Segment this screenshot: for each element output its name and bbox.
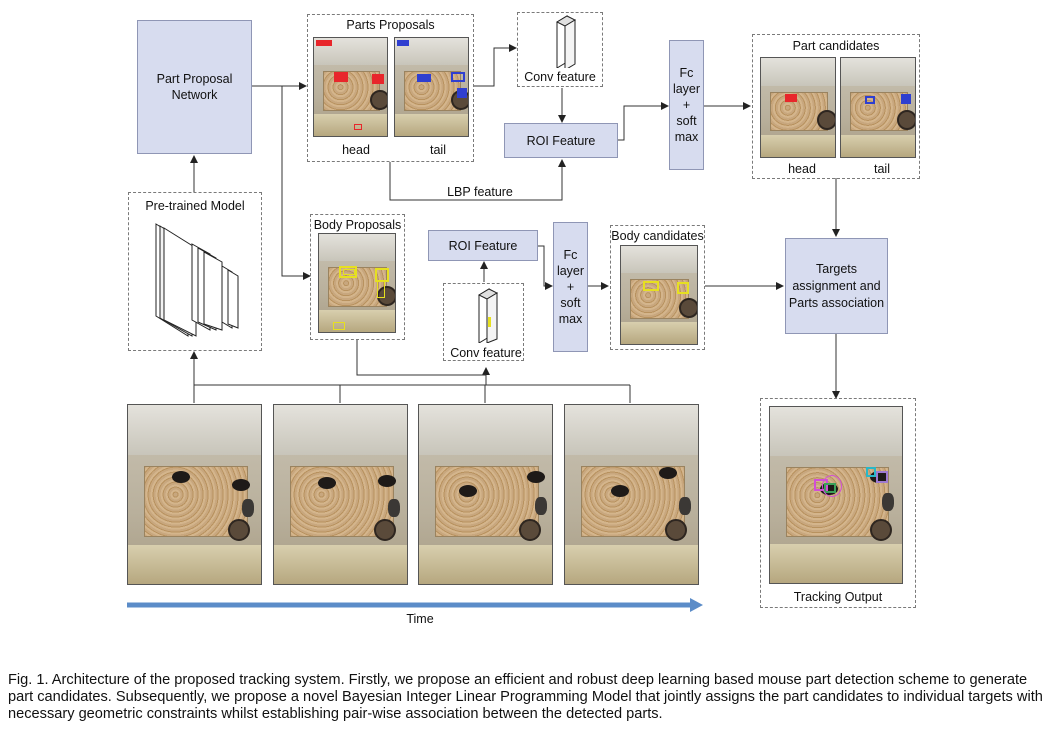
time-label: Time	[406, 612, 434, 626]
edge-roi-to-fc	[618, 102, 669, 141]
video-frame-4	[564, 404, 699, 585]
time-arrow-head	[690, 598, 703, 612]
targets-assignment-label: Targets assignment and Parts association	[788, 261, 885, 310]
body-proposals-group	[310, 214, 405, 340]
parts-proposals-group	[307, 14, 474, 162]
body-candidates-group	[610, 225, 705, 350]
edge-parts-to-conv	[474, 44, 517, 87]
edge-ppn-to-body	[252, 85, 311, 280]
pretrained-model-label: Pre-trained Model	[145, 199, 245, 213]
conv-feature-top-icon	[555, 15, 577, 68]
tracking-output-label: Tracking Output	[793, 590, 883, 604]
part-candidates-tail-image	[840, 57, 916, 158]
roi-feature-top-label: ROI Feature	[526, 133, 596, 148]
parts-proposals-tail-image	[394, 37, 469, 137]
edge-roi-to-fc-bottom	[538, 245, 553, 290]
parts-proposals-label: Parts Proposals	[346, 18, 435, 32]
conv-feature-top-group	[517, 12, 603, 87]
body-proposals-label: Body Proposals	[313, 218, 402, 232]
fc-top-label: Fc layer + soft max	[672, 66, 701, 144]
body-proposals-image	[318, 233, 396, 333]
body-candidates-label: Body candidates	[611, 229, 704, 243]
cnn-layers-icon	[155, 223, 239, 337]
pretrained-model-group	[128, 192, 262, 351]
lbp-feature-label: LBP feature	[447, 185, 513, 199]
conv-feature-bottom-label: Conv feature	[450, 346, 522, 360]
fc-top-box: Fc layer + soft max	[669, 40, 704, 170]
figure-caption: Fig. 1. Architecture of the proposed tra…	[8, 672, 1043, 722]
fc-bottom-box: Fc layer + soft max	[553, 222, 588, 352]
fc-bottom-label: Fc layer + soft max	[556, 248, 585, 326]
conv-feature-bottom-icon	[477, 288, 499, 343]
video-frame-3	[418, 404, 553, 585]
tracking-output-image	[769, 406, 903, 584]
edge-body-to-conv	[356, 340, 486, 376]
part-candidates-group	[752, 34, 920, 179]
tracking-output-group	[760, 398, 916, 608]
roi-feature-bottom-label: ROI Feature	[448, 238, 518, 253]
conv-feature-bottom-group	[443, 283, 524, 361]
part-candidates-label: Part candidates	[792, 39, 880, 53]
part-candidates-head-label: head	[788, 162, 816, 176]
part-proposal-network-label: Part Proposal Network	[156, 72, 233, 102]
roi-feature-bottom-box: ROI Feature	[428, 230, 538, 261]
video-frame-1	[127, 404, 262, 585]
conv-feature-top-label: Conv feature	[524, 70, 596, 84]
part-candidates-head-image	[760, 57, 836, 158]
body-candidates-image	[620, 245, 698, 345]
edge-lbp	[389, 159, 566, 201]
video-frame-2	[273, 404, 408, 585]
targets-assignment-box: Targets assignment and Parts association	[785, 238, 888, 334]
part-candidates-tail-label: tail	[874, 162, 890, 176]
edge-frames-bus	[193, 384, 631, 403]
parts-proposals-head-label: head	[342, 143, 370, 157]
roi-feature-top-box: ROI Feature	[504, 123, 618, 158]
parts-proposals-head-image	[313, 37, 388, 137]
part-proposal-network-box: Part Proposal Network	[137, 20, 252, 154]
parts-proposals-tail-label: tail	[430, 143, 446, 157]
